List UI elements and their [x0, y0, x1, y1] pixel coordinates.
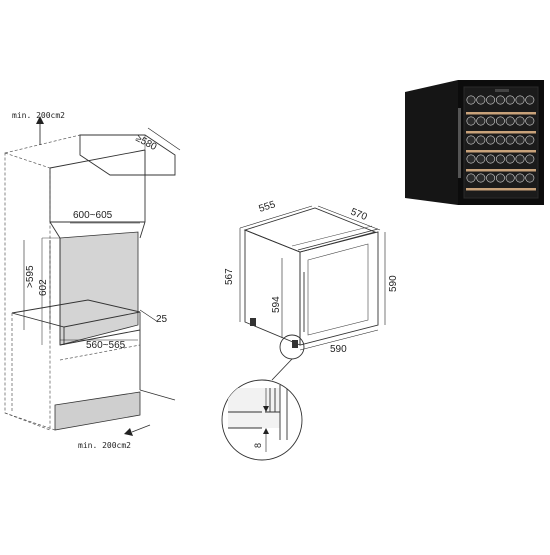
installation-niche-drawing — [4, 116, 181, 436]
unit-side-panel — [244, 229, 301, 346]
product-bottle — [466, 154, 476, 164]
unit-total-height-label: 590 — [388, 275, 399, 292]
product-bottle — [466, 135, 476, 145]
product-bottle — [486, 173, 496, 183]
unit-front-door — [299, 231, 379, 346]
product-handle — [458, 108, 461, 178]
niche-width-label: 600~605 — [73, 210, 113, 221]
niche-depth-label: ≥580 — [134, 133, 159, 153]
niche-back-panel — [59, 231, 139, 346]
product-bottle — [515, 154, 525, 164]
product-bottle — [466, 95, 476, 105]
product-bottle — [525, 135, 535, 145]
product-shelves — [466, 112, 536, 191]
product-photo — [405, 80, 544, 205]
product-shelf — [466, 112, 536, 115]
product-bottle — [495, 173, 505, 183]
product-bottle — [505, 135, 515, 145]
product-bottle — [515, 116, 525, 126]
vent-bottom-arrow-icon — [124, 428, 133, 436]
product-shelf — [466, 131, 536, 134]
product-shelf — [466, 188, 536, 191]
unit-depth-door-label: 570 — [349, 207, 369, 224]
niche-min-height-label: >595 — [25, 265, 36, 288]
product-bottle — [495, 116, 505, 126]
product-bottle — [525, 95, 535, 105]
product-bottle — [495, 135, 505, 145]
product-side-panel — [405, 80, 458, 205]
product-bottle — [476, 135, 486, 145]
product-bottle — [505, 173, 515, 183]
vent-top-label: min. 200cm2 — [12, 111, 65, 120]
product-bottle — [466, 116, 476, 126]
niche-bottom-width-label: 560~565 — [86, 340, 126, 351]
cabinet-left-side — [4, 152, 51, 431]
product-bottle — [515, 95, 525, 105]
detail-circle — [221, 379, 303, 461]
product-bottle — [486, 135, 496, 145]
cabinet-top-edge — [4, 134, 81, 154]
niche-opening-height-label: 602 — [38, 279, 49, 296]
product-shelf — [466, 169, 536, 172]
product-bottle — [466, 173, 476, 183]
product-bottles — [466, 95, 535, 183]
product-display — [495, 89, 509, 92]
vent-top-arrow-icon — [36, 116, 44, 124]
product-bottle — [476, 173, 486, 183]
product-bottle — [476, 154, 486, 164]
product-shelf — [466, 150, 536, 153]
detail-arrow-down-icon — [263, 406, 269, 412]
product-bottle — [476, 95, 486, 105]
unit-foot — [292, 340, 298, 348]
detail-magnified-view — [221, 379, 303, 461]
product-bottle — [515, 173, 525, 183]
unit-door-glass — [307, 243, 369, 336]
product-bottle — [476, 116, 486, 126]
unit-dimension-drawing — [239, 205, 386, 381]
detail-gap-label: 8 — [253, 443, 263, 448]
product-bottle — [525, 173, 535, 183]
unit-foot — [250, 318, 256, 326]
product-bottle — [525, 154, 535, 164]
product-bottle — [525, 116, 535, 126]
product-bottle — [486, 95, 496, 105]
unit-front-height-label: 594 — [271, 296, 282, 313]
bottom-vent-opening — [54, 391, 141, 431]
product-bottle — [505, 95, 515, 105]
product-bottle — [505, 154, 515, 164]
unit-body-height-label: 567 — [224, 268, 235, 285]
product-bottle — [505, 116, 515, 126]
unit-width-label: 590 — [330, 344, 347, 355]
unit-depth-label: 555 — [258, 199, 278, 215]
product-bottle — [495, 154, 505, 164]
top-vent-box — [79, 134, 176, 176]
product-bottle — [486, 116, 496, 126]
vent-bottom-label: min. 200cm2 — [78, 441, 131, 450]
product-bottle — [486, 154, 496, 164]
niche-gap-label: 25 — [156, 314, 168, 325]
product-bottle — [495, 95, 505, 105]
detail-arrow-up-icon — [263, 428, 269, 434]
product-bottle — [515, 135, 525, 145]
